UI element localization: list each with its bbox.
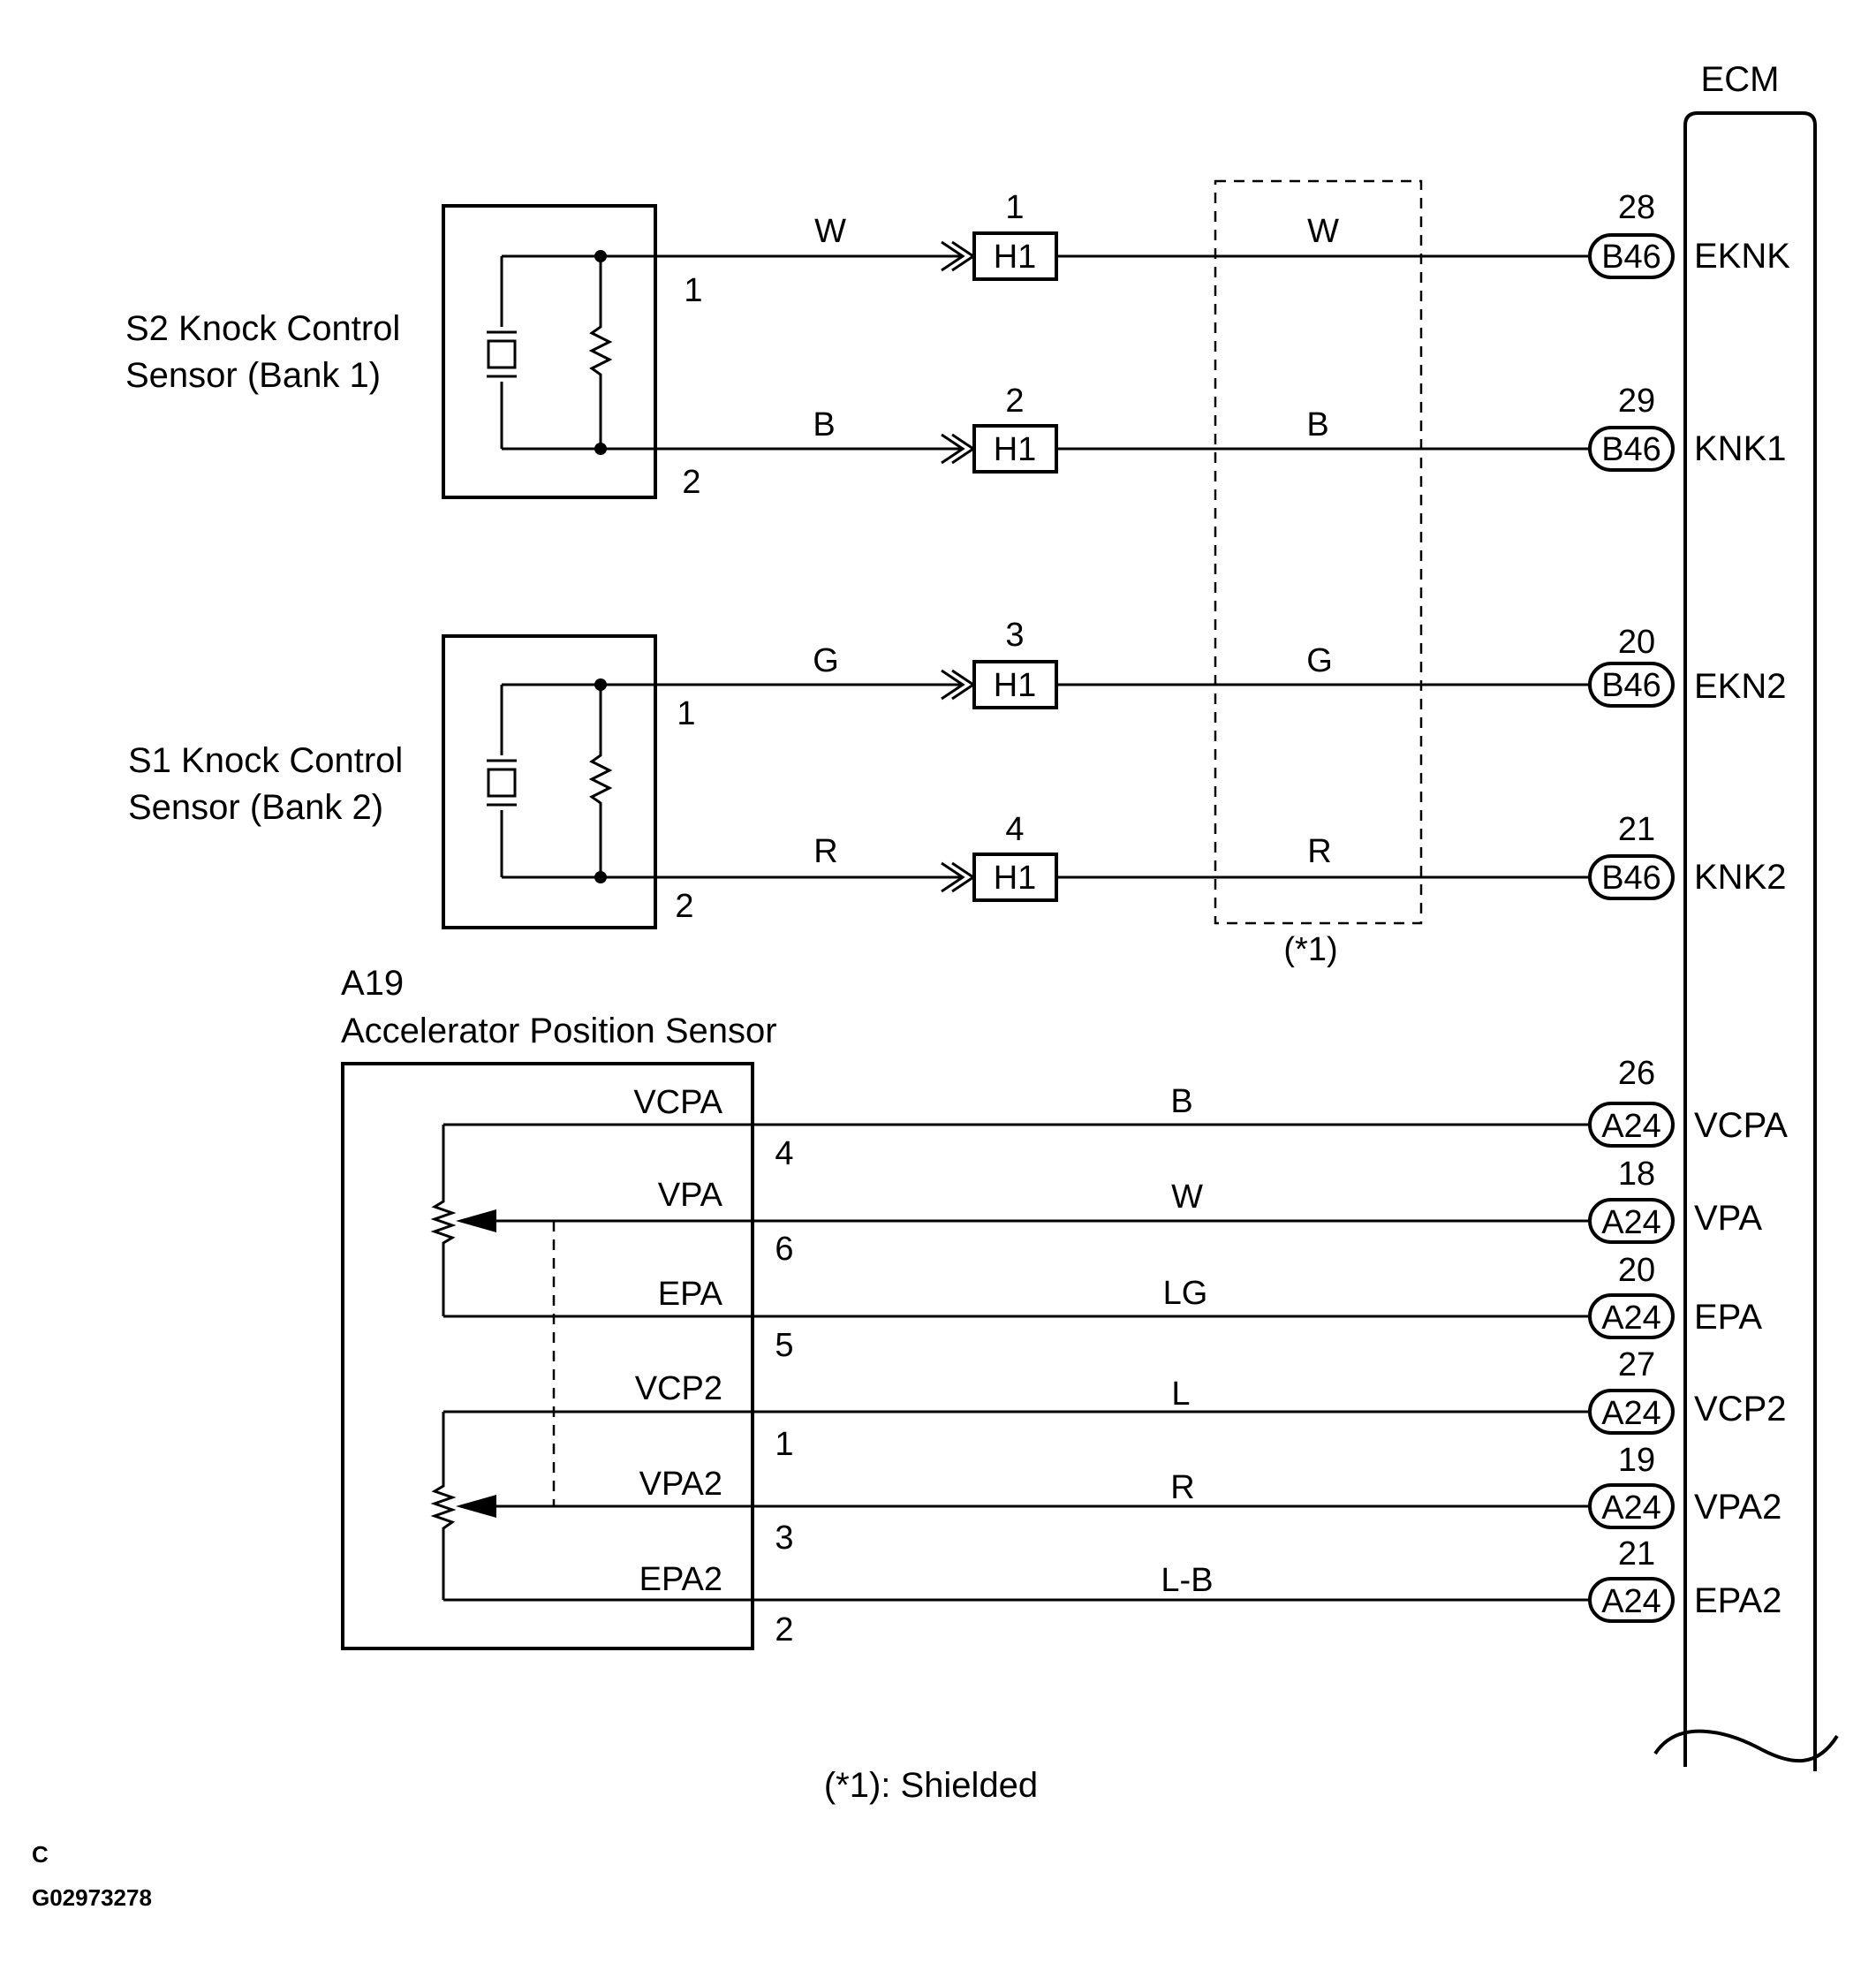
aps-terminal: VPA2 xyxy=(639,1466,722,1503)
ecm-signal: VPA2 xyxy=(1694,1488,1781,1527)
aps-terminal: VPA xyxy=(658,1177,723,1214)
aps-pin: 3 xyxy=(775,1519,793,1557)
aps-wire-vpa2: VPA2 3 R A24 19 VPA2 xyxy=(496,1442,1781,1557)
ecm-connector: A24 xyxy=(1601,1204,1661,1241)
ecm-connector: B46 xyxy=(1601,860,1661,897)
aps-terminal: EPA xyxy=(658,1276,723,1313)
ecm-pin: 20 xyxy=(1618,624,1655,661)
ecm-signal: VCP2 xyxy=(1694,1390,1787,1429)
sensor-pin: 1 xyxy=(684,272,702,309)
sensor-pin: 2 xyxy=(682,464,700,501)
s1-knock-sensor: S1 Knock Control Sensor (Bank 2) xyxy=(128,634,657,929)
ecm-connector: B46 xyxy=(1601,667,1661,704)
wire-color: B xyxy=(813,406,835,443)
ecm-signal: EKN2 xyxy=(1694,667,1787,706)
ecm-signal: EKNK xyxy=(1694,237,1790,276)
h1-pin: 1 xyxy=(1005,189,1024,226)
ecm-connector: A24 xyxy=(1601,1300,1661,1337)
shield-label: (*1) xyxy=(1283,931,1337,968)
aps-pin: 5 xyxy=(775,1327,793,1364)
aps-terminal: VCP2 xyxy=(635,1370,722,1407)
s2-sensor-title-line2: Sensor (Bank 1) xyxy=(125,356,381,395)
h1-connector-label: H1 xyxy=(994,431,1037,468)
wire-color: R xyxy=(1170,1469,1194,1506)
ecm-pin: 19 xyxy=(1618,1442,1655,1479)
ecm-pin: 18 xyxy=(1618,1156,1655,1193)
aps-terminal: VCPA xyxy=(633,1084,722,1121)
aps-wire-vcpa: VCPA 4 B A24 26 VCPA xyxy=(443,1055,1788,1172)
s2-sensor-title-line1: S2 Knock Control xyxy=(125,309,400,348)
wire-color: L-B xyxy=(1161,1562,1213,1599)
wire-color: R xyxy=(813,833,837,870)
wire-color: W xyxy=(1171,1178,1203,1216)
aps-pin: 6 xyxy=(775,1231,793,1268)
wire-color-ecm: R xyxy=(1307,833,1331,870)
wire-color-ecm: W xyxy=(1307,213,1339,250)
knock-wire-2: H1 2 2 B B B46 29 KNK1 xyxy=(601,383,1787,501)
ecm-connector: A24 xyxy=(1601,1108,1661,1145)
ecm-signal: VCPA xyxy=(1694,1106,1788,1145)
sensor-pin: 2 xyxy=(675,888,693,925)
wire-color-ecm: B xyxy=(1306,406,1328,443)
ecm-label: ECM xyxy=(1701,60,1780,99)
knock-wire-4: H1 4 2 R R B46 21 KNK2 xyxy=(601,811,1787,925)
ecm-connector: A24 xyxy=(1601,1395,1661,1432)
wire-color: W xyxy=(814,213,846,250)
ecm-signal: KNK2 xyxy=(1694,858,1787,897)
h1-connector-label: H1 xyxy=(994,667,1037,704)
ecm-pin: 28 xyxy=(1618,189,1655,226)
wire-color-ecm: G xyxy=(1306,642,1333,679)
aps-wire-vpa: VPA 6 W A24 18 VPA xyxy=(496,1156,1762,1268)
footer-letter: C xyxy=(32,1841,49,1868)
ecm-pin: 21 xyxy=(1618,1535,1655,1573)
s2-knock-sensor: S2 Knock Control Sensor (Bank 1) xyxy=(125,204,657,499)
ecm-connector: B46 xyxy=(1601,431,1661,468)
wire-color: LG xyxy=(1163,1275,1208,1312)
aps-pin: 4 xyxy=(775,1135,793,1172)
figure-code: G02973278 xyxy=(32,1884,152,1911)
knock-wire-1: H1 1 1 W W B46 28 EKNK xyxy=(601,189,1790,309)
ecm-connector: A24 xyxy=(1601,1583,1661,1620)
aps-wire-epa2: EPA2 2 L-B A24 21 EPA2 xyxy=(443,1535,1781,1648)
aps-terminal: EPA2 xyxy=(639,1561,722,1598)
ecm-pin: 26 xyxy=(1618,1055,1655,1092)
s1-sensor-title-line1: S1 Knock Control xyxy=(128,741,403,780)
aps-name: Accelerator Position Sensor xyxy=(341,1012,777,1050)
ecm-connector: A24 xyxy=(1601,1489,1661,1527)
ecm-pin: 20 xyxy=(1618,1252,1655,1289)
accelerator-position-sensor: A19 Accelerator Position Sensor xyxy=(341,964,777,1650)
h1-pin: 3 xyxy=(1005,617,1024,654)
wire-color: L xyxy=(1171,1376,1190,1413)
aps-wire-vcp2: VCP2 1 L A24 27 VCP2 xyxy=(443,1346,1787,1463)
ecm-signal: VPA xyxy=(1694,1199,1762,1238)
wire-color: B xyxy=(1170,1083,1192,1120)
shield-note: (*1): Shielded xyxy=(824,1766,1038,1805)
h1-pin: 2 xyxy=(1005,383,1024,420)
wire-color: G xyxy=(813,642,839,679)
ecm-pin: 27 xyxy=(1618,1346,1655,1383)
ecm-pin: 21 xyxy=(1618,811,1655,848)
aps-pin: 2 xyxy=(775,1611,793,1648)
aps-pin: 1 xyxy=(775,1426,793,1463)
ecm-pin: 29 xyxy=(1618,383,1655,420)
h1-connector-label: H1 xyxy=(994,239,1037,276)
ecm-signal: EPA2 xyxy=(1694,1581,1781,1620)
ecm-signal: EPA xyxy=(1694,1298,1762,1337)
ecm-connector: B46 xyxy=(1601,239,1661,276)
shield-box: (*1) xyxy=(1214,179,1423,968)
aps-wire-epa: EPA 5 LG A24 20 EPA xyxy=(443,1252,1762,1364)
h1-connector-label: H1 xyxy=(994,860,1037,897)
ecm-signal: KNK1 xyxy=(1694,429,1787,468)
h1-pin: 4 xyxy=(1005,811,1024,848)
ecm-block: ECM xyxy=(1653,60,1839,1771)
s1-sensor-title-line2: Sensor (Bank 2) xyxy=(128,788,383,827)
sensor-pin: 1 xyxy=(677,695,695,732)
aps-code: A19 xyxy=(341,964,404,1003)
knock-wire-3: H1 3 1 G G B46 20 EKN2 xyxy=(601,617,1787,732)
